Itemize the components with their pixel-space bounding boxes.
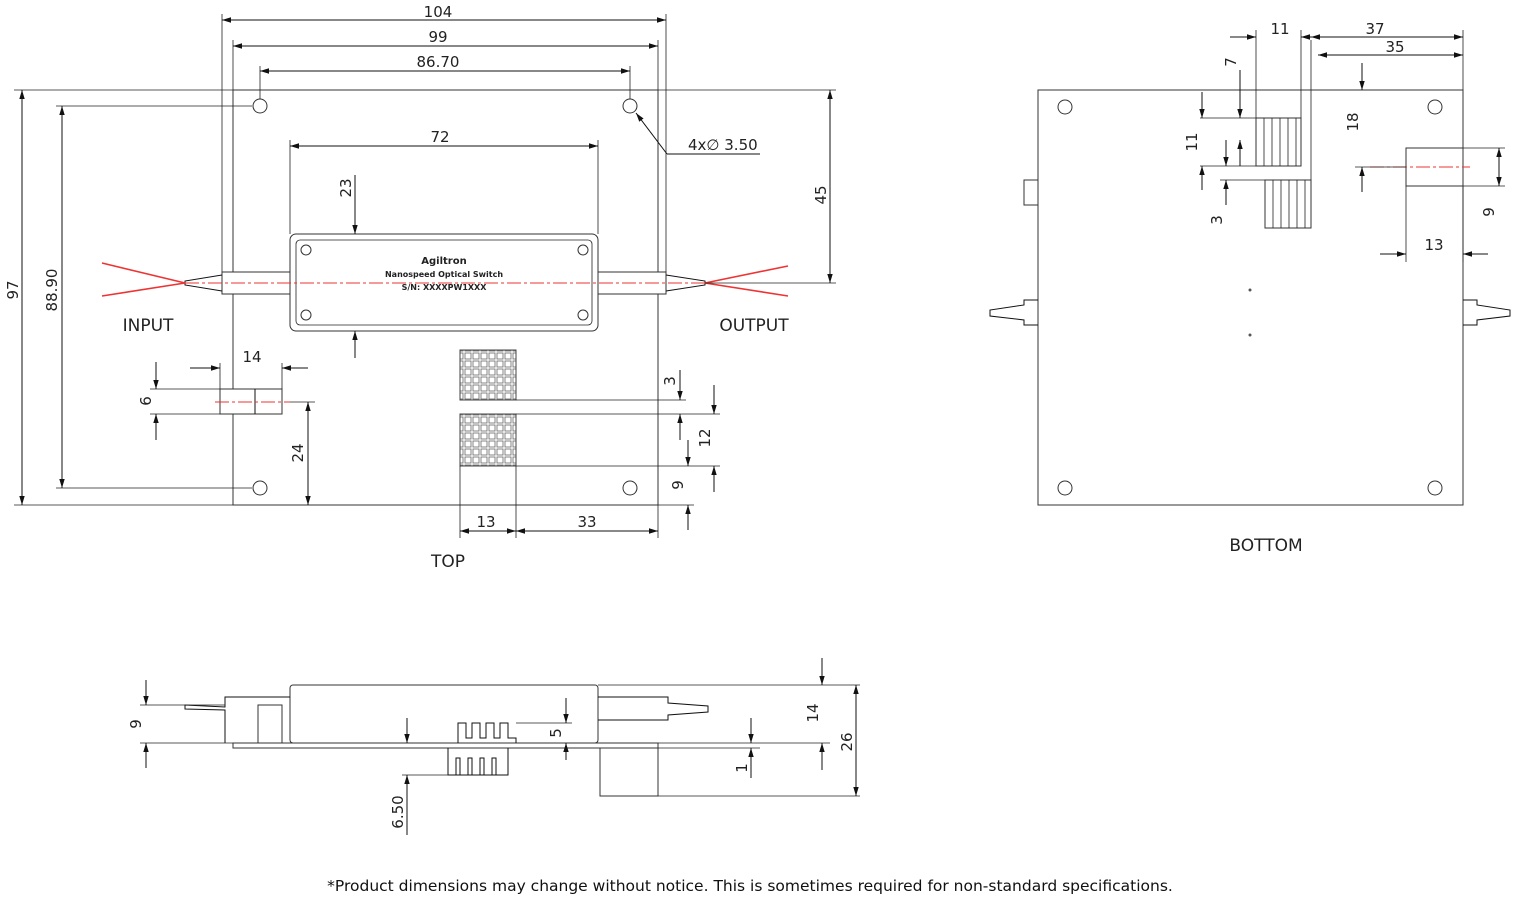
dim-hole-spacing-y: 88.90 [43, 269, 61, 312]
mount-hole [1057, 99, 1073, 115]
dim-pin-width: 11 [1270, 20, 1289, 38]
side-heatsink-bottom [447, 748, 509, 776]
mount-hole [252, 98, 268, 114]
top-view: Agiltron Nanospeed Optical Switch S/N: X… [4, 3, 836, 572]
dim-side-1: 1 [733, 763, 751, 773]
output-ferrule [1463, 299, 1511, 326]
screw-icon [300, 309, 312, 321]
input-ferrule [989, 299, 1038, 326]
side-tab [1023, 179, 1039, 206]
side-heatsink-top [457, 722, 517, 743]
device-brand: Agiltron [421, 256, 466, 267]
side-output-boot [598, 696, 709, 721]
mount-hole [622, 480, 638, 496]
dim-height-overall: 97 [4, 280, 22, 299]
dim-chip-to-edge: 33 [577, 513, 596, 531]
dim-side-14: 14 [804, 703, 822, 722]
mount-hole [1427, 480, 1443, 496]
device-serial: S/N: XXXXPW1XXX [402, 283, 488, 292]
top-view-label: TOP [430, 552, 465, 572]
side-block [599, 747, 659, 797]
dim-connector-height: 6 [137, 396, 155, 406]
mount-hole [622, 98, 638, 114]
dim-side-9: 9 [127, 719, 145, 729]
dim-width-plate: 99 [428, 28, 447, 46]
output-fibers [704, 265, 789, 297]
dim-chip-height: 12 [696, 428, 714, 447]
screw-icon [300, 244, 312, 256]
side-view: 9 14 26 5 1 6.50 [127, 658, 860, 835]
device-product: Nanospeed Optical Switch [385, 270, 503, 279]
dim-pin-height: 11 [1183, 132, 1201, 151]
dim-connector-width: 14 [242, 348, 261, 366]
dim-offset-35: 35 [1385, 38, 1404, 56]
mount-hole [1427, 99, 1443, 115]
side-switch-body [289, 684, 599, 744]
mount-hole [1057, 480, 1073, 496]
bottom-view-label: BOTTOM [1229, 536, 1302, 556]
bottom-view: 11 37 35 7 11 3 18 9 13 BOTTOM [989, 20, 1511, 556]
dim-offset-7: 7 [1222, 57, 1240, 67]
dim-hole-spacing-x: 86.70 [417, 53, 460, 71]
pin-header [1255, 117, 1302, 167]
dim-fiber-height: 45 [812, 185, 830, 204]
footnote: *Product dimensions may change without n… [327, 877, 1173, 895]
dim-switch-length: 72 [430, 128, 449, 146]
screw-icon [577, 309, 589, 321]
dim-block-height: 9 [1480, 207, 1498, 217]
output-label: OUTPUT [719, 316, 789, 336]
input-fibers [101, 262, 186, 297]
side-connector [257, 704, 283, 744]
side-base-plate [232, 742, 659, 749]
dim-width-overall: 104 [424, 3, 453, 21]
dim-hole-note: 4x∅ 3.50 [688, 136, 758, 154]
dim-side-5: 5 [547, 728, 565, 738]
screw-icon [577, 244, 589, 256]
dim-offset-18: 18 [1344, 112, 1362, 131]
dim-pin-gap: 3 [1208, 215, 1226, 225]
pin-header [1264, 179, 1312, 229]
dim-chip-offset: 9 [669, 480, 687, 490]
mount-hole [252, 480, 268, 496]
dim-offset-37: 37 [1365, 20, 1384, 38]
dim-side-6-50: 6.50 [389, 795, 407, 828]
dim-connector-offset: 24 [289, 443, 307, 462]
dim-block-width: 13 [1424, 236, 1443, 254]
heatsink-chip [459, 349, 517, 401]
dim-switch-offset: 23 [337, 178, 355, 197]
input-label: INPUT [123, 316, 174, 336]
heatsink-chip [459, 413, 517, 467]
bottom-base-plate [1037, 89, 1464, 506]
dim-gap: 3 [661, 376, 679, 386]
dim-chip-width: 13 [476, 513, 495, 531]
dim-side-26: 26 [838, 732, 856, 751]
